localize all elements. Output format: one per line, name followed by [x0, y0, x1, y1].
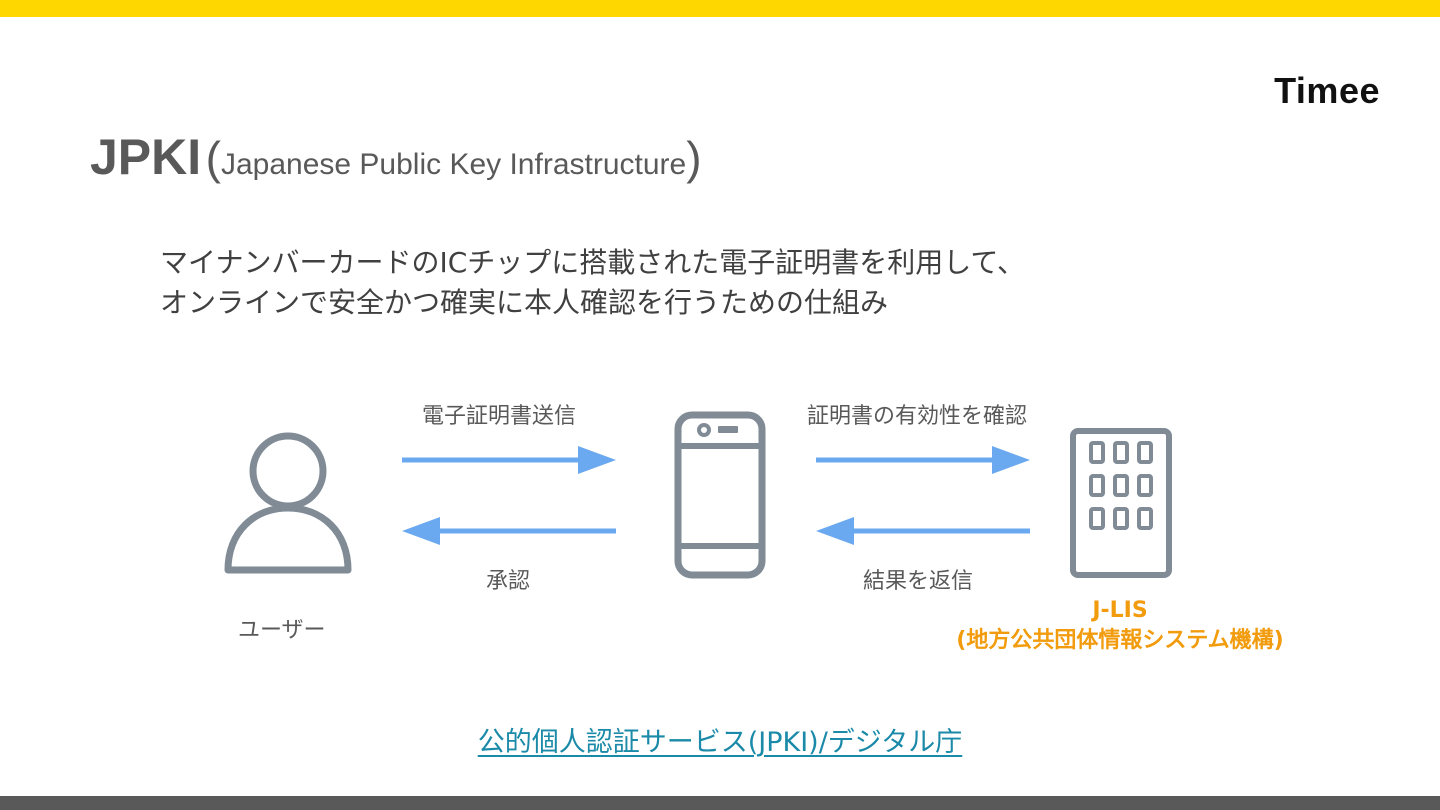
jpki-digital-agency-link[interactable]: 公的個人認証サービス(JPKI)/デジタル庁 — [477, 727, 963, 758]
send-label: 電子証明書送信 — [422, 404, 577, 429]
description: マイナンバーカードのICチップに搭載された電子証明書を利用して、 オンラインで安… — [160, 243, 1025, 323]
verify-label: 証明書の有効性を確認 — [807, 404, 1028, 429]
jlis-label: J-LIS (地方公共団体情報システム機構) — [940, 596, 1300, 656]
title-close-paren: ) — [686, 132, 702, 184]
smartphone-icon — [674, 411, 766, 579]
result-arrow — [816, 517, 1030, 545]
slide-title: JPKI (Japanese Public Key Infrastructure… — [90, 128, 702, 186]
user-label: ユーザー — [238, 618, 326, 643]
result-label: 結果を返信 — [863, 569, 974, 594]
bottom-bar — [0, 796, 1440, 810]
approve-arrow — [402, 517, 616, 545]
jlis-fullname: (地方公共団体情報システム機構) — [956, 628, 1284, 653]
verify-arrow — [816, 446, 1030, 474]
building-icon — [1070, 428, 1172, 578]
title-subtitle: Japanese Public Key Infrastructure — [220, 148, 687, 181]
approve-label: 承認 — [486, 569, 531, 594]
send-arrow — [402, 446, 616, 474]
title-main: JPKI — [90, 129, 202, 185]
description-line-2: オンラインで安全かつ確実に本人確認を行うための仕組み — [160, 286, 889, 319]
timee-logo: Timee — [1274, 70, 1380, 111]
person-icon — [224, 432, 352, 574]
title-open-paren: ( — [205, 132, 221, 184]
jlis-name: J-LIS — [1092, 598, 1148, 623]
top-accent-bar — [0, 0, 1440, 17]
description-line-1: マイナンバーカードのICチップに搭載された電子証明書を利用して、 — [160, 246, 1026, 279]
